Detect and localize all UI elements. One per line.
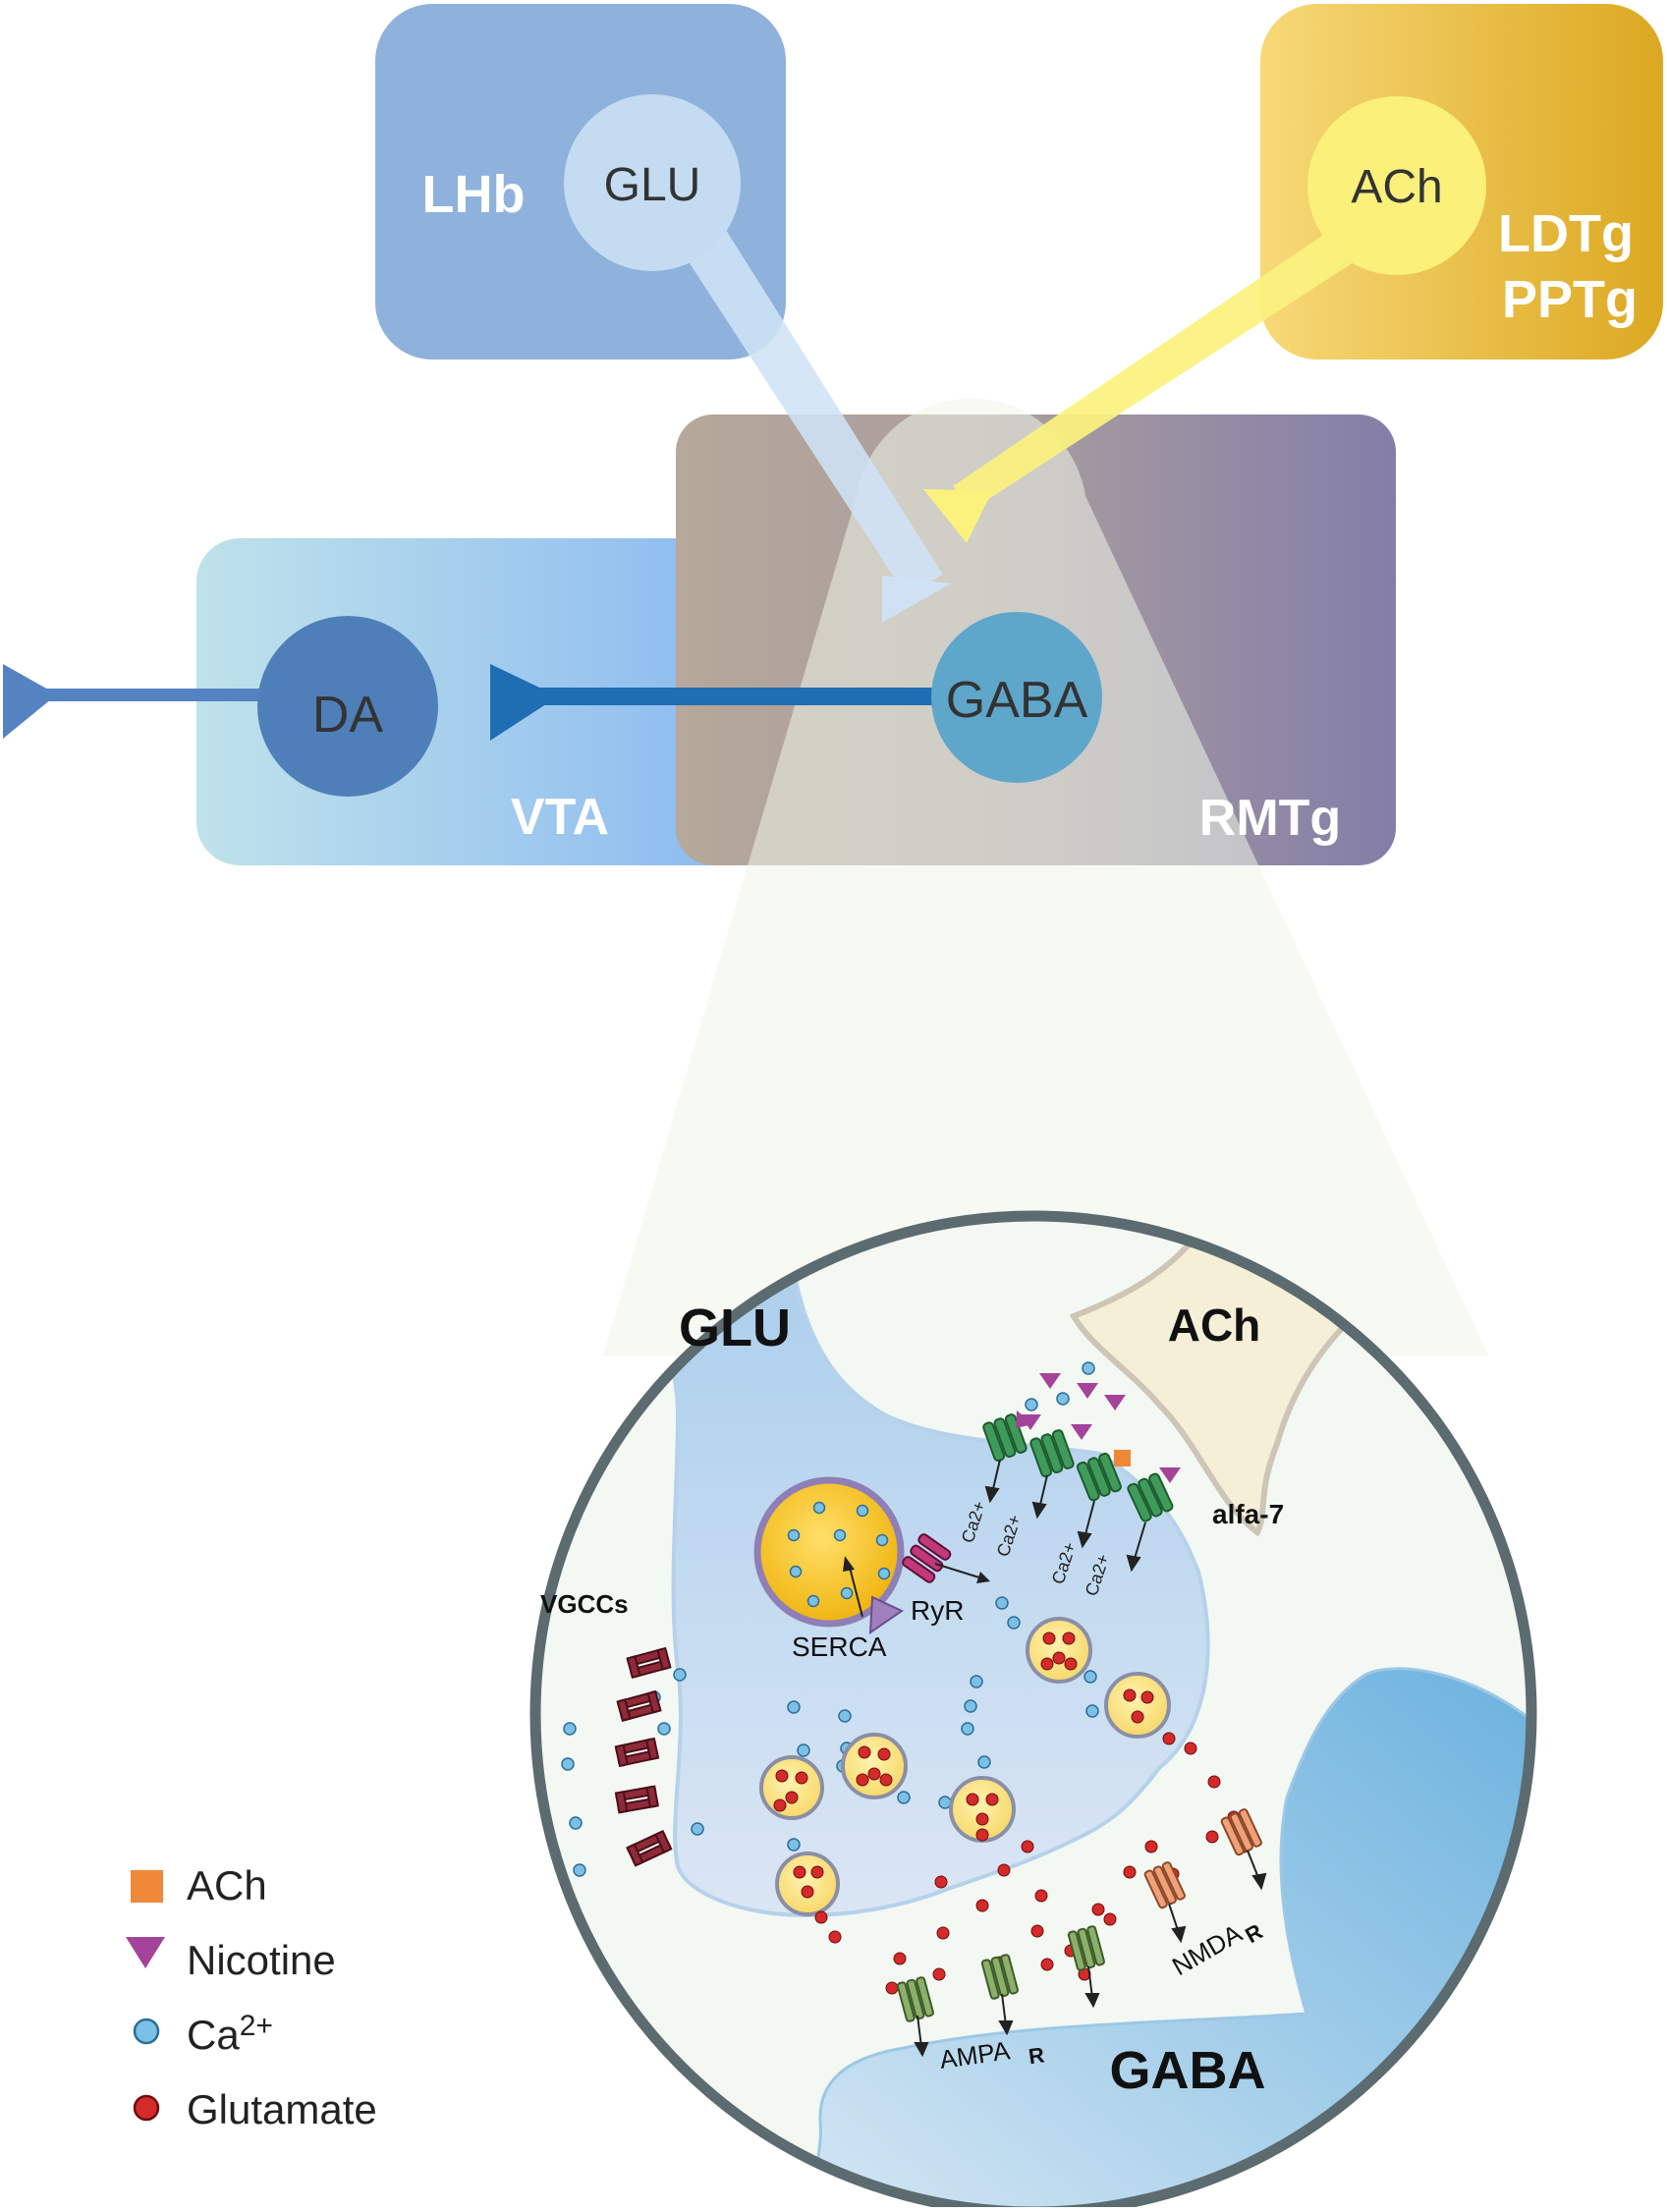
nicotine-molecules-inset xyxy=(1016,1373,1181,1483)
ryr-receptor xyxy=(902,1533,952,1583)
lhb-glu-axon xyxy=(673,211,943,595)
ach-molecule-inset xyxy=(1114,1450,1131,1466)
pptg-label: PPTg xyxy=(1502,270,1638,329)
vgccs-label: VGCCs xyxy=(540,1589,629,1619)
serca-label: SERCA xyxy=(792,1631,887,1662)
vta-label: VTA xyxy=(511,789,609,846)
legend-glutamate-label: Glutamate xyxy=(187,2086,377,2132)
lhb-label: LHb xyxy=(422,165,526,224)
lhb-glu-neuron xyxy=(564,94,741,271)
legend-nicotine-marker xyxy=(126,1937,165,1968)
glu-presynaptic-terminal xyxy=(636,1216,1210,1918)
ryr-arrowhead xyxy=(976,1572,990,1583)
alfa7-receptors xyxy=(982,1413,1174,1522)
vgcc-channels xyxy=(614,1646,673,1867)
ach-neuron-label: ACh xyxy=(1351,161,1442,213)
nmda-arrows xyxy=(1168,1850,1267,1944)
gaba-neuron-label: GABA xyxy=(946,672,1088,729)
nmda-receptors xyxy=(1143,1808,1262,1909)
legend-ca-sup: 2+ xyxy=(240,2010,273,2042)
ach-terminal xyxy=(923,489,992,543)
da-axon xyxy=(10,689,275,701)
alfa7-ca-arrows xyxy=(984,1459,1146,1573)
ampa-label-sub: R xyxy=(1027,2042,1045,2069)
gaba-neuron xyxy=(931,612,1102,783)
ryr-label: RyR xyxy=(911,1595,964,1626)
da-neuron xyxy=(257,616,438,797)
lhb-glu-terminal xyxy=(882,576,951,623)
serca-arrowhead xyxy=(843,1556,855,1572)
ampa-receptors xyxy=(896,1925,1105,2022)
legend-ca-base: Ca xyxy=(187,2012,240,2058)
ldtg-label: LDTg xyxy=(1498,204,1634,263)
er-calcium-ions xyxy=(787,1501,891,1608)
legend-ach-marker xyxy=(131,1870,163,1903)
legend: ACh Nicotine Ca2+ Glutamate xyxy=(126,1862,377,2132)
gaba-terminal xyxy=(490,664,558,741)
inset-glu-label: GLU xyxy=(679,1299,791,1357)
glu-neuron-label: GLU xyxy=(604,159,701,211)
vesicle-glutamate xyxy=(773,1631,1154,1899)
inset-gaba-label: GABA xyxy=(1110,2041,1266,2100)
serca-pump xyxy=(868,1595,905,1634)
ampa-arrows xyxy=(914,1965,1100,2058)
legend-ca-marker xyxy=(133,2018,160,2045)
da-terminal xyxy=(3,664,57,739)
da-neuron-label: DA xyxy=(312,687,384,744)
legend-ach-label: ACh xyxy=(187,1862,267,1908)
alfa7-label: alfa-7 xyxy=(1212,1499,1284,1529)
gaba-axon xyxy=(516,688,956,705)
serca-arrow xyxy=(848,1563,863,1618)
zoom-cone xyxy=(603,398,1488,1356)
legend-ca-label: Ca2+ xyxy=(187,2010,273,2058)
legend-nicotine-label: Nicotine xyxy=(187,1937,336,1983)
legend-glutamate-marker xyxy=(133,2094,160,2122)
ach-axon xyxy=(953,229,1357,511)
inset-ach-label: ACh xyxy=(1168,1300,1261,1351)
ryr-arrow xyxy=(934,1563,983,1579)
synapse-inset-border xyxy=(529,1210,1537,2212)
rmtg-label: RMTg xyxy=(1199,790,1341,847)
ach-neuron xyxy=(1307,96,1486,275)
